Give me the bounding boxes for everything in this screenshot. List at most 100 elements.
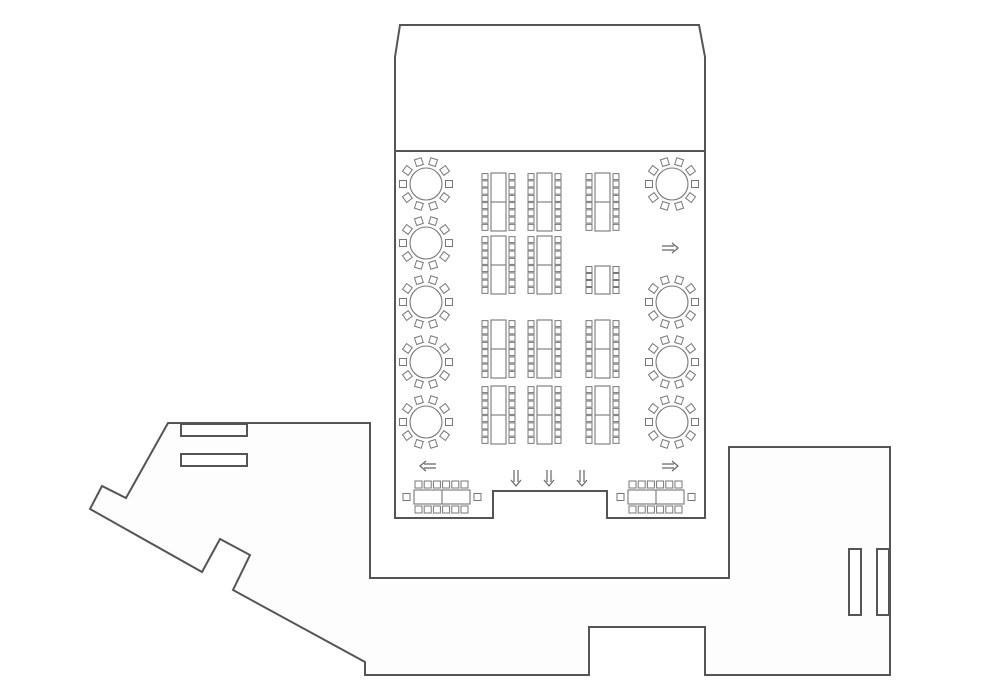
chair [585,266,593,273]
chair [439,342,451,355]
table-bank [481,319,516,379]
round-table [399,275,453,329]
chair [665,505,674,514]
round-table-top [655,167,689,201]
chair [508,407,516,415]
chair [554,236,562,244]
chair [401,342,413,355]
chair [554,173,562,181]
chair [401,250,413,263]
chair [554,415,562,423]
chair [399,418,407,426]
chair [527,429,535,437]
chair [413,259,424,270]
chair [481,194,489,202]
chair [413,216,424,227]
chair [674,157,685,168]
round-table-top [409,167,443,201]
chair [554,265,562,273]
chair [508,194,516,202]
chair [527,327,535,335]
chair [612,320,620,328]
chair [674,275,685,286]
chair [481,180,489,188]
chair [460,505,469,514]
chair [508,393,516,401]
chair [585,393,593,401]
chair [527,363,535,371]
chair [428,157,439,168]
chair [665,480,674,489]
chair [554,422,562,430]
cabinet-left [848,548,862,616]
cabinet-right [876,548,890,616]
chair [612,327,620,335]
chair [508,422,516,430]
chair [612,287,620,294]
round-table-top [409,405,443,439]
chair [508,370,516,378]
chair [527,209,535,217]
chair [612,356,620,364]
chair [428,259,439,270]
round-table-top [655,405,689,439]
chair [685,282,697,295]
chair [647,402,659,415]
chair [508,187,516,195]
chair [612,436,620,444]
chair [508,400,516,408]
table-bank [527,385,562,445]
chair [645,358,653,366]
chair [585,415,593,423]
chair [401,369,413,382]
chair [554,386,562,394]
chair [585,280,593,287]
chair [508,356,516,364]
chair [527,320,535,328]
chair [527,349,535,357]
chair [527,180,535,188]
chair [554,272,562,280]
round-table [399,395,453,449]
chair [439,223,451,236]
chair [612,349,620,357]
chair [527,173,535,181]
chair [659,378,670,389]
round-tables [399,157,699,449]
chair [612,194,620,202]
chair [508,363,516,371]
chair [481,250,489,258]
chair [585,407,593,415]
chair [508,341,516,349]
chair [428,438,439,449]
chair [445,180,453,188]
chair [527,272,535,280]
chair [647,191,659,204]
chair [674,480,683,489]
chair [413,157,424,168]
chair [585,287,593,294]
chair [527,236,535,244]
chair [554,356,562,364]
chair [481,393,489,401]
chair [428,200,439,211]
chair [585,363,593,371]
table-bank [527,235,562,295]
chair [612,415,620,423]
chair [685,191,697,204]
chair [527,257,535,265]
chair [585,187,593,195]
chair [554,363,562,371]
chair [481,327,489,335]
chair [659,157,670,168]
chair [612,187,620,195]
chair [527,223,535,231]
chair [647,309,659,322]
chair [413,378,424,389]
chair [481,334,489,342]
chair [647,282,659,295]
chair [439,429,451,442]
chair [554,407,562,415]
chair [508,180,516,188]
chair [481,356,489,364]
